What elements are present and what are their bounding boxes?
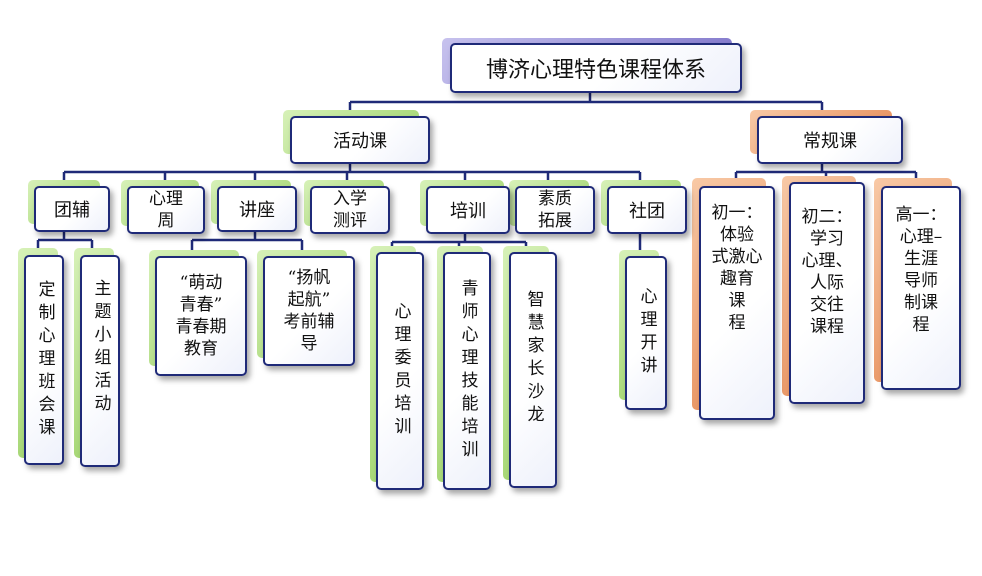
- tuanfu-label: 团辅: [54, 200, 90, 221]
- root-title-text: 博济心理特色课程体系: [485, 58, 706, 83]
- tuanfu-node: 团辅: [34, 186, 110, 232]
- tuanfu-child-class-meeting: 定制心理班会课: [24, 255, 64, 465]
- tuanfu-child-group-activity: 主题小组活动: [80, 255, 120, 467]
- regular-item-grade7: 初一： 体验 式激心 趣育 课 程: [699, 186, 775, 420]
- regular-item-grade8-text: 初二： 学习 心理、 人际 交往 课程: [801, 207, 853, 337]
- peixun-child-parent-salon-text: 智慧家长沙龙: [523, 290, 544, 428]
- regular-item-grade8: 初二： 学习 心理、 人际 交往 课程: [789, 182, 865, 404]
- regular-course-node: 常规课: [757, 116, 903, 164]
- tuanfu-child-class-meeting-text: 定制心理班会课: [34, 279, 55, 441]
- jiangzuo-child-exam-counsel-text: “扬帆 起航” 考前辅 导: [283, 268, 335, 354]
- jiangzuo-child-exam-counsel: “扬帆 起航” 考前辅 导: [263, 256, 355, 366]
- shetuan-label: 社团: [629, 201, 665, 222]
- suzhi-label: 素质 拓展: [538, 189, 572, 231]
- peixun-node: 培训: [426, 186, 510, 234]
- jiangzuo-label: 讲座: [239, 200, 275, 221]
- activity-course-node: 活动课: [290, 116, 430, 164]
- shetuan-child-lecture-text: 心理开讲: [636, 287, 657, 379]
- suzhi-node: 素质 拓展: [515, 186, 595, 234]
- peixun-child-committee: 心理委员培训: [376, 252, 424, 490]
- shetuan-child-lecture: 心理开讲: [625, 256, 667, 410]
- peixun-child-committee-text: 心理委员培训: [390, 302, 411, 440]
- tuanfu-child-group-activity-text: 主题小组活动: [90, 279, 111, 417]
- regular-course-label: 常规课: [803, 131, 857, 152]
- xinlizhou-node: 心理 周: [127, 186, 205, 234]
- peixun-child-teacher-skills: 青师心理技能培训: [443, 252, 491, 490]
- peixun-child-teacher-skills-text: 青师心理技能培训: [457, 279, 478, 463]
- jiangzuo-child-puberty-text: “萌动 青春” 青春期 教育: [175, 273, 227, 359]
- root-title-node: 博济心理特色课程体系: [450, 43, 742, 93]
- peixun-label: 培训: [450, 201, 486, 222]
- ruxue-label: 入学 测评: [333, 189, 367, 231]
- regular-item-grade10: 高一： 心理– 生涯 导师 制课 程: [881, 186, 961, 390]
- shetuan-node: 社团: [607, 186, 687, 234]
- peixun-child-parent-salon: 智慧家长沙龙: [509, 252, 557, 488]
- regular-item-grade10-text: 高一： 心理– 生涯 导师 制课 程: [895, 205, 947, 335]
- jiangzuo-node: 讲座: [217, 186, 297, 232]
- regular-item-grade7-text: 初一： 体验 式激心 趣育 课 程: [711, 203, 763, 333]
- activity-course-label: 活动课: [333, 131, 387, 152]
- jiangzuo-child-puberty: “萌动 青春” 青春期 教育: [155, 256, 247, 376]
- xinlizhou-label: 心理 周: [149, 189, 183, 231]
- ruxue-node: 入学 测评: [310, 186, 390, 234]
